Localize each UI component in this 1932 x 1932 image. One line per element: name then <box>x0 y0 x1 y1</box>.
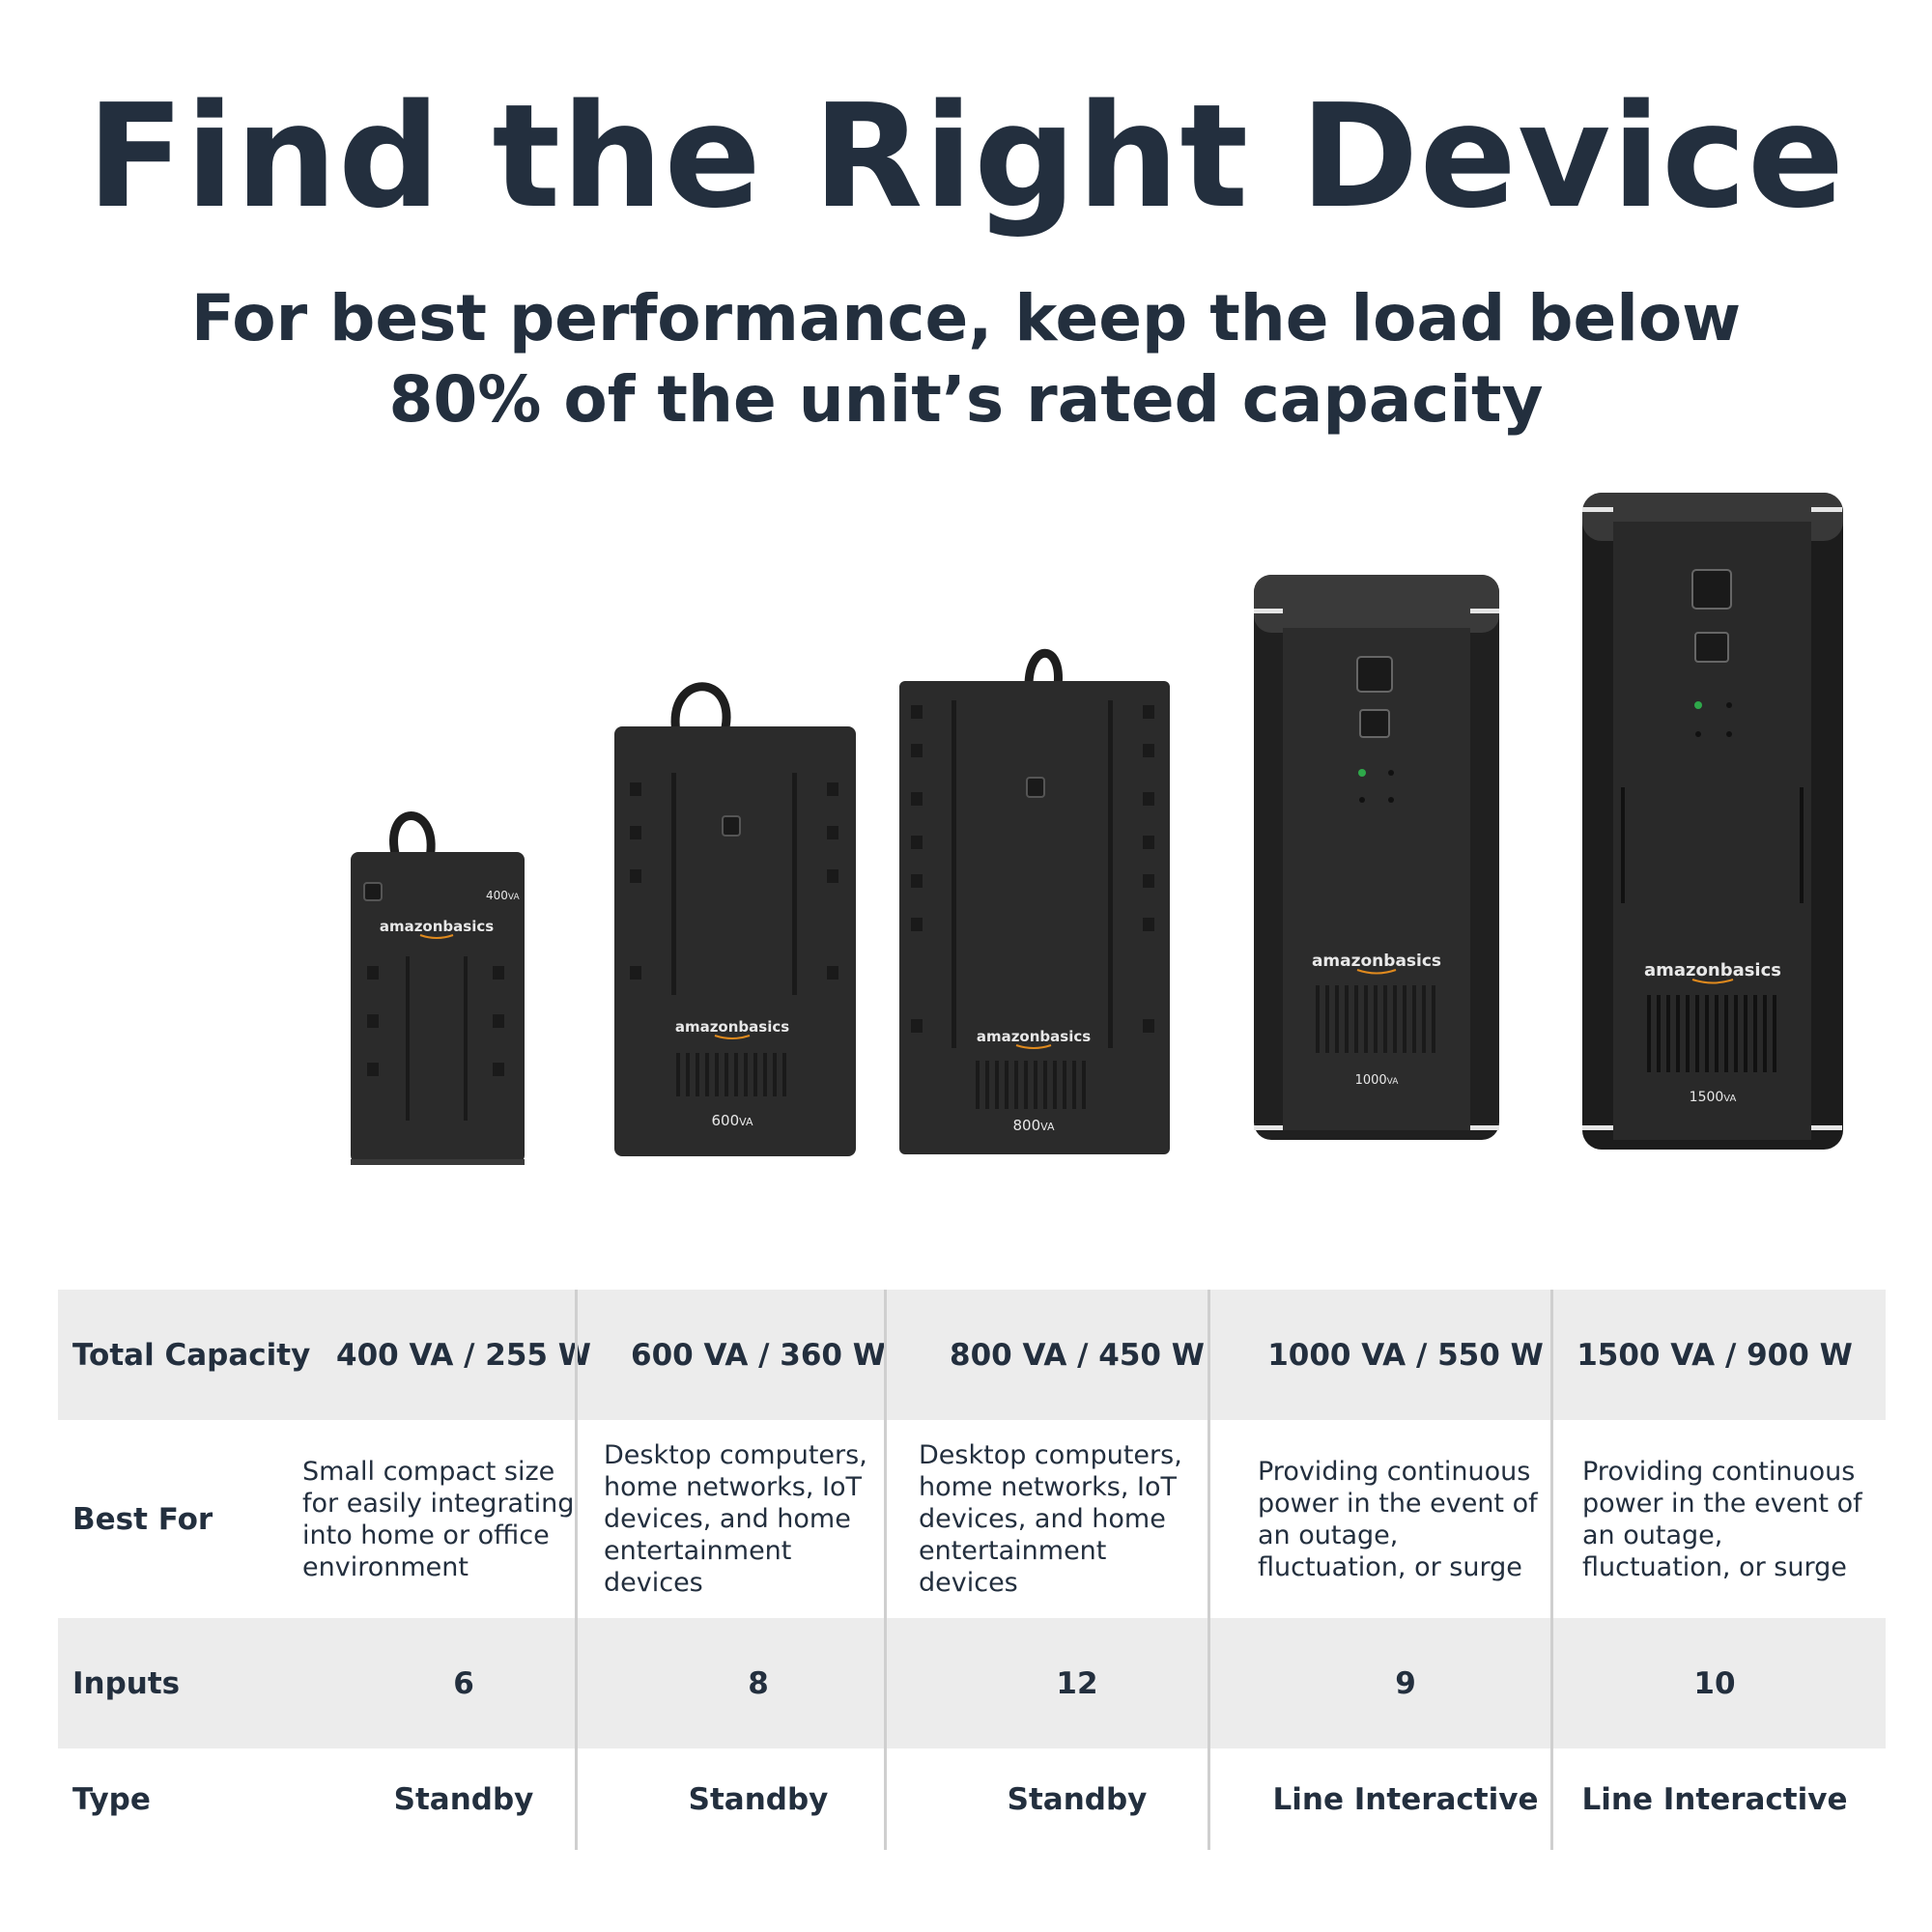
table-cell: 400 VA / 255 W <box>336 1337 591 1373</box>
row-label: Inputs <box>72 1665 181 1701</box>
table-cell: Desktop computers, home networks, IoT de… <box>604 1440 867 1598</box>
table-cell: Small compact size for easily integratin… <box>302 1456 575 1582</box>
ups-1500va-rating: 1500VA <box>1690 1090 1737 1105</box>
ups-800va-rating: 800VA <box>1013 1117 1055 1134</box>
column-divider <box>1550 1290 1553 1850</box>
ups-1000va-rating: 1000VA <box>1355 1073 1400 1088</box>
ups-600va-brand: amazonbasics <box>675 1018 789 1036</box>
table-cell: Line Interactive <box>1581 1781 1848 1817</box>
product-lineup: 400VA amazonbasics amazonbasics <box>0 483 1932 1179</box>
table-cell: 600 VA / 360 W <box>631 1337 886 1373</box>
column-divider <box>575 1290 578 1850</box>
ups-800va-brand: amazonbasics <box>977 1028 1091 1045</box>
table-row-inputs: Inputs 6 8 12 9 10 <box>58 1618 1886 1748</box>
table-row-type: Type Standby Standby Standby Line Intera… <box>58 1748 1886 1850</box>
table-cell: Standby <box>1007 1781 1148 1817</box>
page-title: Find the Right Device <box>86 73 1846 240</box>
column-divider <box>884 1290 887 1850</box>
table-cell: 800 VA / 450 W <box>950 1337 1205 1373</box>
row-label: Total Capacity <box>72 1337 311 1373</box>
ups-400va-brand: amazonbasics <box>380 918 494 935</box>
table-cell: Providing continuous power in the event … <box>1258 1456 1538 1582</box>
column-divider <box>1208 1290 1210 1850</box>
row-label: Best For <box>72 1501 213 1537</box>
ups-1500va-image: amazonbasics 1500VA <box>1575 488 1850 1154</box>
table-cell: 12 <box>1056 1665 1098 1701</box>
ups-600va-rating: 600VA <box>712 1112 753 1129</box>
table-cell: Standby <box>688 1781 829 1817</box>
row-label: Type <box>72 1781 151 1817</box>
table-cell: 1500 VA / 900 W <box>1577 1337 1853 1373</box>
ups-1000va-brand: amazonbasics <box>1312 952 1441 971</box>
table-cell: 6 <box>453 1665 474 1701</box>
table-row-best-for: Best For Small compact size for easily i… <box>58 1420 1886 1618</box>
ups-1500va-brand: amazonbasics <box>1644 960 1781 980</box>
ups-400va-rating: 400VA <box>486 889 520 902</box>
table-cell: Providing continuous power in the event … <box>1582 1456 1862 1582</box>
table-cell: 8 <box>748 1665 769 1701</box>
ups-800va-image: amazonbasics 800VA <box>894 647 1174 1154</box>
ups-1000va-image: amazonbasics 1000VA <box>1246 570 1507 1150</box>
table-cell: 1000 VA / 550 W <box>1267 1337 1544 1373</box>
table-cell: 9 <box>1395 1665 1416 1701</box>
table-cell: Line Interactive <box>1272 1781 1539 1817</box>
table-cell: 10 <box>1693 1665 1736 1701</box>
ups-400va-image: 400VA amazonbasics <box>343 792 531 1179</box>
table-cell: Standby <box>393 1781 534 1817</box>
subtitle-line-2: 80% of the unit’s rated capacity <box>388 362 1544 437</box>
table-cell: Desktop computers, home networks, IoT de… <box>919 1440 1182 1598</box>
comparison-table: Total Capacity 400 VA / 255 W 600 VA / 3… <box>58 1290 1886 1850</box>
subtitle-line-1: For best performance, keep the load belo… <box>190 281 1742 355</box>
page-subtitle: For best performance, keep the load belo… <box>0 278 1932 440</box>
ups-600va-image: amazonbasics 600VA <box>609 676 860 1164</box>
table-row-total-capacity: Total Capacity 400 VA / 255 W 600 VA / 3… <box>58 1290 1886 1420</box>
